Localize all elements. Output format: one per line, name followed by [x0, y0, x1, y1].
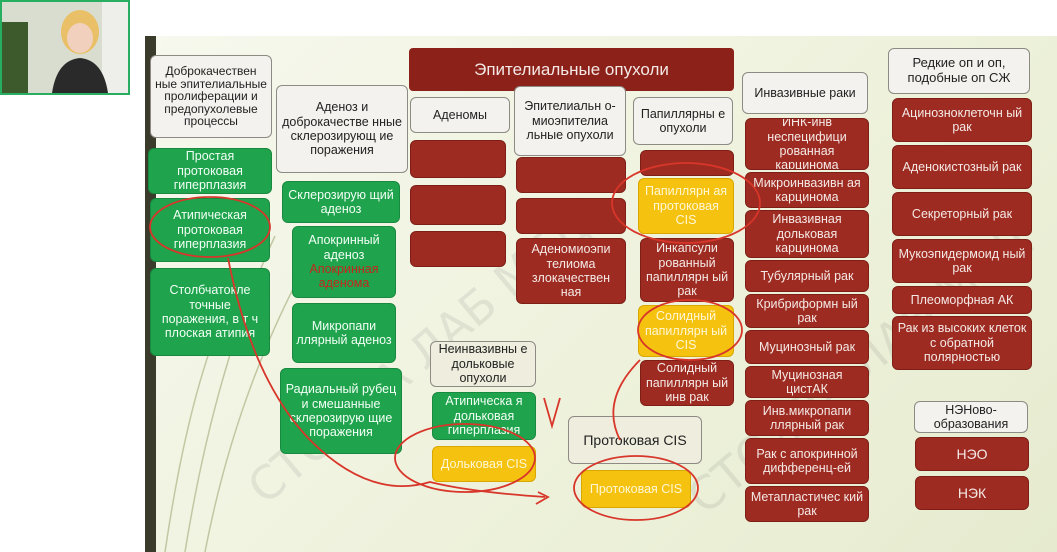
noninvasive-lobular-header: Неинвазивны е дольковые опухоли — [430, 341, 536, 387]
mucoepidermoid-carcinoma: Мукоэпидермоид ный рак — [892, 239, 1032, 283]
mucinous-cystadenocarcinoma: Муцинозная цистАК — [745, 366, 869, 398]
pleomorphic-adenocarcinoma: Плеоморфная АК — [892, 286, 1032, 314]
annotation-circle-lobular — [394, 423, 536, 493]
adenoma-item-3 — [410, 231, 506, 267]
malignant-adenomyoepithelioma: Аденомиоэпи телиома злокачествен ная — [516, 238, 626, 304]
nec: НЭК — [915, 476, 1029, 510]
tubular-carcinoma: Тубулярный рак — [745, 260, 869, 292]
invasive-nst: ИНК-инв неспецифици рованная карцинома — [745, 118, 869, 170]
adenoid-cystic-carcinoma: Аденокистозный рак — [892, 145, 1032, 189]
webcam-video-feed — [0, 0, 130, 95]
micropapillary-adenosis: Микропапи ллярный аденоз — [292, 303, 396, 363]
apocrine-adenosis-box: Апокринный аденоз Апокринная аденома — [292, 226, 396, 298]
adenomas-header: Аденомы — [410, 97, 510, 133]
acinic-cell-carcinoma: Ацинозноклеточн ый рак — [892, 98, 1032, 142]
atypical-lobular-hyperplasia: Атипическа я дольковая гиперплазия — [432, 392, 536, 440]
apocrine-differentiation: Рак с апокринной дифференц-ей — [745, 438, 869, 484]
adenoma-item-2 — [410, 185, 506, 225]
annotation-stroke — [612, 359, 641, 441]
slide-title: Эпителиальные опухоли — [409, 48, 734, 91]
microinvasive-carcinoma: Микроинвазивн ая карцинома — [745, 172, 869, 208]
simple-ductal-hyperplasia: Простая протоковая гиперплазия — [148, 148, 272, 194]
sclerosing-adenosis: Склерозирую щий аденоз — [282, 181, 400, 223]
adenosis-header: Аденоз и доброкачестве нные склерозирующ… — [276, 85, 408, 173]
annotation-arrow-1 — [227, 257, 546, 498]
mucinous-carcinoma: Муцинозный рак — [745, 330, 869, 364]
adenoma-item-1 — [410, 140, 506, 178]
ductal-cis: Протоковая CIS — [581, 470, 691, 508]
annotation-circle-solid-cis — [637, 299, 743, 361]
cribriform-carcinoma: Крибриформн ый рак — [745, 294, 869, 328]
ductal-cis-header: Протоковая CIS — [568, 416, 702, 464]
papillary-header: Папиллярны е опухоли — [633, 97, 733, 145]
annotation-check-mark — [543, 397, 561, 430]
myoepithelial-item-1 — [516, 157, 626, 193]
invasive-micropapillary: Инв.микропапи ллярный рак — [745, 400, 869, 436]
presenter-video-icon — [2, 2, 128, 93]
neuroendocrine-header: НЭНово- образования — [914, 401, 1028, 433]
rare-tumors-header: Редкие оп и оп, подобные оп СЖ — [888, 48, 1030, 94]
annotation-circle-papillary-cis — [611, 162, 761, 244]
encapsulated-papillary-carcinoma: Инкапсули рованный папиллярн ый рак — [640, 238, 734, 302]
invasive-lobular: Инвазивная дольковая карцинома — [745, 210, 869, 258]
myoepithelial-header: Эпителиальн о- миоэпителиа льные опухоли — [514, 86, 626, 156]
tall-cell-reversed-polarity: Рак из высоких клеток с обратной полярно… — [892, 316, 1032, 370]
annotation-circle-adh — [149, 196, 271, 258]
atypical-ductal-hyperplasia: Атипическая протоковая гиперплазия — [150, 198, 270, 262]
annotation-arrow-1-head — [535, 491, 550, 505]
benign-proliferation-header: Доброкачествен ные эпителиальные пролифе… — [150, 55, 272, 138]
columnar-cell-lesions: Столбчатокле точные поражения, в т ч пло… — [150, 268, 270, 356]
papillary-ductal-cis: Папиллярн ая протоковая CIS — [638, 178, 734, 234]
myoepithelial-item-2 — [516, 198, 626, 234]
secretory-carcinoma: Секреторный рак — [892, 192, 1032, 236]
invasive-header: Инвазивные раки — [742, 72, 868, 114]
apocrine-adenoma: Апокринная аденома — [309, 262, 379, 291]
lobular-cis: Дольковая CIS — [432, 446, 536, 482]
apocrine-adenosis: Апокринный аденоз — [308, 233, 380, 262]
metaplastic-carcinoma: Метапластичес кий рак — [745, 486, 869, 522]
net: НЭО — [915, 437, 1029, 471]
solid-papillary-invasive: Солидный папиллярн ый инв рак — [640, 360, 734, 406]
annotation-circle-ductal-cis — [573, 455, 699, 521]
radial-scar: Радиальный рубец и смешанные склерозирую… — [280, 368, 402, 454]
solid-papillary-cis: Солидный папиллярн ый CIS — [638, 305, 734, 357]
